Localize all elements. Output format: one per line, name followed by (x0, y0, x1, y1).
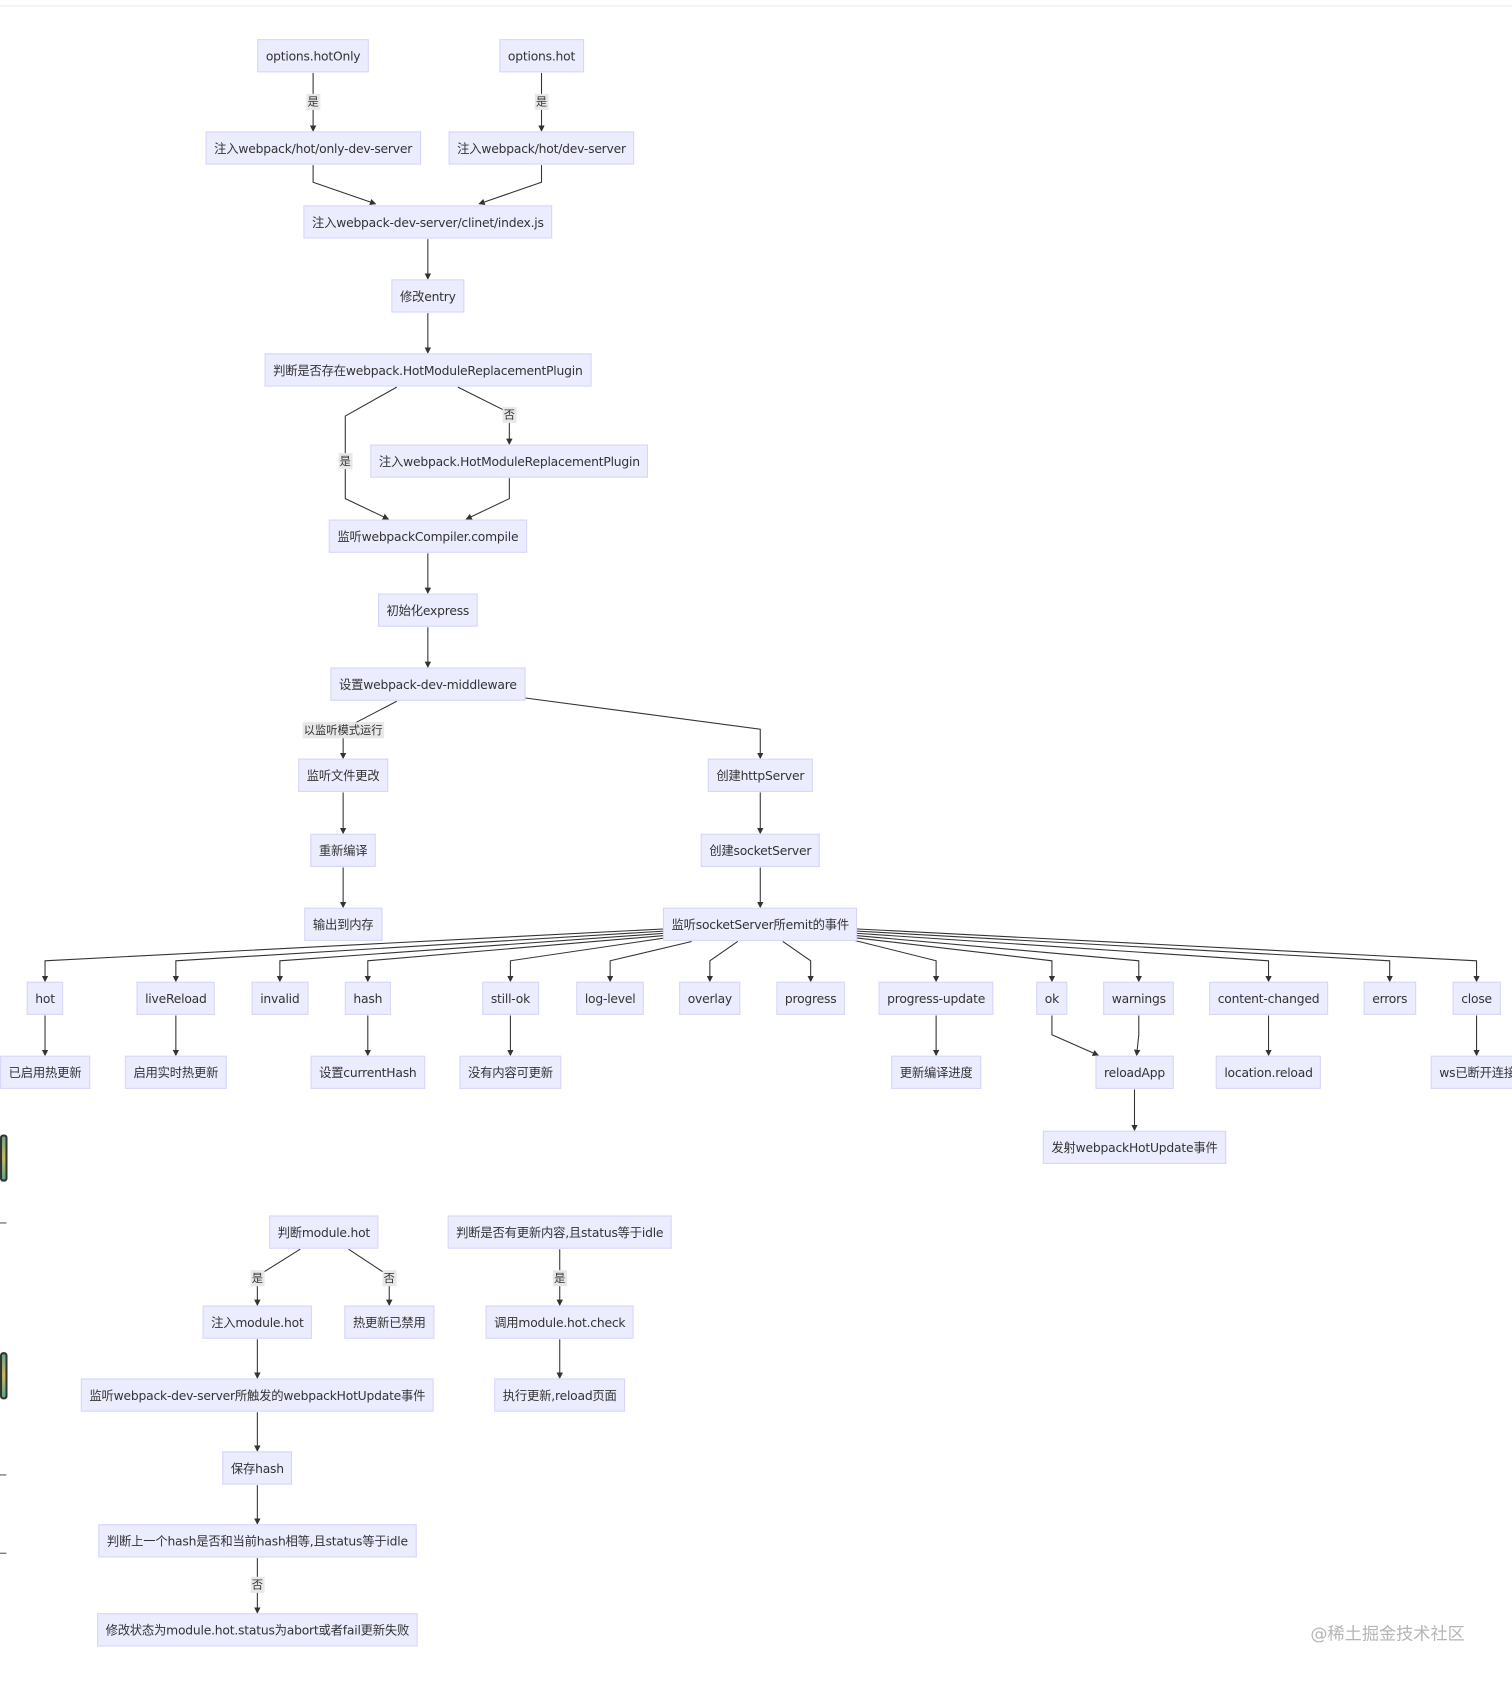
node-update-progress: 更新编译进度 (891, 1055, 982, 1089)
edge (850, 938, 940, 983)
node-set-status-fail: 修改状态为module.hot.status为abort或者fail更新失败 (96, 1613, 418, 1647)
node-listen-socket-events: 监听socketServer所emit的事件 (662, 907, 858, 941)
event-node: content-changed (1209, 981, 1328, 1015)
node-ws-disconnected: ws已断开连接 (1430, 1055, 1512, 1089)
edge (364, 934, 671, 983)
event-node: hot (26, 981, 64, 1015)
node-hot-disabled: 热更新已禁用 (344, 1305, 435, 1339)
node-live-reload-enabled: 启用实时热更新 (124, 1055, 227, 1089)
side-tick (0, 1474, 7, 1476)
node-listen-hot-update: 监听webpack-dev-server所触发的webpackHotUpdate… (80, 1378, 434, 1412)
node-nothing-to-update: 没有内容可更新 (459, 1055, 562, 1089)
event-node: overlay (679, 981, 741, 1015)
edge (850, 928, 1480, 983)
node-create-socket-server: 创建socketServer (700, 833, 820, 867)
edge-label-no: 否 (250, 1576, 265, 1593)
side-tick (0, 1552, 7, 1554)
node-reload-app: reloadApp (1095, 1055, 1174, 1089)
node-save-hash: 保存hash (222, 1451, 293, 1485)
edge (507, 936, 671, 983)
node-apply-reload: 执行更新,reload页面 (494, 1378, 626, 1412)
node-listen-compile: 监听webpackCompiler.compile (328, 519, 527, 553)
top-divider (0, 5, 1512, 7)
node-create-http-server: 创建httpServer (707, 758, 813, 792)
edge (1051, 1015, 1100, 1056)
node-watch-files: 监听文件更改 (298, 758, 389, 792)
event-node: invalid (251, 981, 309, 1015)
edge (850, 930, 1393, 983)
watermark: @稀土掘金技术社区 (1310, 1623, 1465, 1644)
node-modify-entry: 修改entry (391, 279, 465, 313)
edge (606, 940, 692, 983)
node-inject-module-hot: 注入module.hot (202, 1305, 313, 1339)
edge (1133, 1015, 1141, 1057)
edge (312, 165, 377, 206)
event-node: close (1452, 981, 1501, 1015)
edge-label-no: 否 (382, 1270, 396, 1287)
edge-label-yes: 是 (534, 93, 549, 110)
node-init-express: 初始化express (377, 593, 478, 627)
edge (465, 478, 510, 520)
node-inject-hmr-plugin: 注入webpack.HotModuleReplacementPlugin (370, 444, 649, 478)
node-set-current-hash: 设置currentHash (310, 1055, 426, 1089)
node-check-module-hot: 判断module.hot (269, 1215, 379, 1249)
edge-label-yes: 是 (338, 453, 352, 470)
node-inject-client: 注入webpack-dev-server/clinet/index.js (303, 205, 553, 239)
side-tick (0, 1222, 7, 1224)
side-widget (0, 1352, 8, 1400)
side-widget (0, 1134, 8, 1182)
event-node: hash (344, 981, 391, 1015)
event-node: still-ok (482, 981, 539, 1015)
edge-label-watch-mode: 以监听模式运行 (302, 722, 384, 739)
node-inject-dev-server: 注入webpack/hot/dev-server (448, 131, 635, 165)
node-set-middleware: 设置webpack-dev-middleware (330, 667, 526, 701)
node-options-hot: options.hot (499, 39, 584, 73)
event-node: errors (1363, 981, 1416, 1015)
edge (276, 932, 671, 983)
edge-label-yes: 是 (306, 93, 320, 110)
event-node: progress-update (878, 981, 994, 1015)
event-node: log-level (576, 981, 645, 1015)
node-compare-hash: 判断上一个hash是否和当前hash相等,且status等于idle (98, 1524, 417, 1558)
edge-label-yes: 是 (250, 1270, 265, 1287)
edge (782, 941, 814, 983)
edge (41, 928, 671, 983)
edge (850, 932, 1272, 983)
edge-label-no: 否 (502, 406, 517, 424)
node-inject-only-dev-server: 注入webpack/hot/only-dev-server (205, 131, 421, 165)
node-check-hmr-plugin: 判断是否存在webpack.HotModuleReplacementPlugin (264, 353, 592, 387)
edge (478, 165, 543, 206)
edge (850, 936, 1056, 983)
event-node: warnings (1103, 981, 1175, 1015)
edge (517, 696, 764, 760)
node-emit-hot-update: 发射webpackHotUpdate事件 (1042, 1130, 1227, 1164)
node-hot-enabled: 已启用热更新 (0, 1055, 90, 1089)
edge-label-yes: 是 (553, 1270, 567, 1287)
node-call-hot-check: 调用module.hot.check (485, 1305, 634, 1339)
node-location-reload: location.reload (1215, 1055, 1322, 1089)
event-node: ok (1036, 981, 1068, 1015)
node-options-hotonly: options.hotOnly (257, 39, 369, 73)
edge (457, 386, 513, 446)
event-node: progress (776, 981, 845, 1015)
event-node: liveReload (136, 981, 216, 1015)
node-recompile: 重新编译 (310, 833, 376, 867)
node-output-memory: 输出到内存 (304, 907, 383, 941)
edge (850, 934, 1142, 983)
node-check-update-idle: 判断是否有更新内容,且status等于idle (447, 1215, 672, 1249)
edge (706, 941, 739, 983)
edge (172, 930, 671, 983)
